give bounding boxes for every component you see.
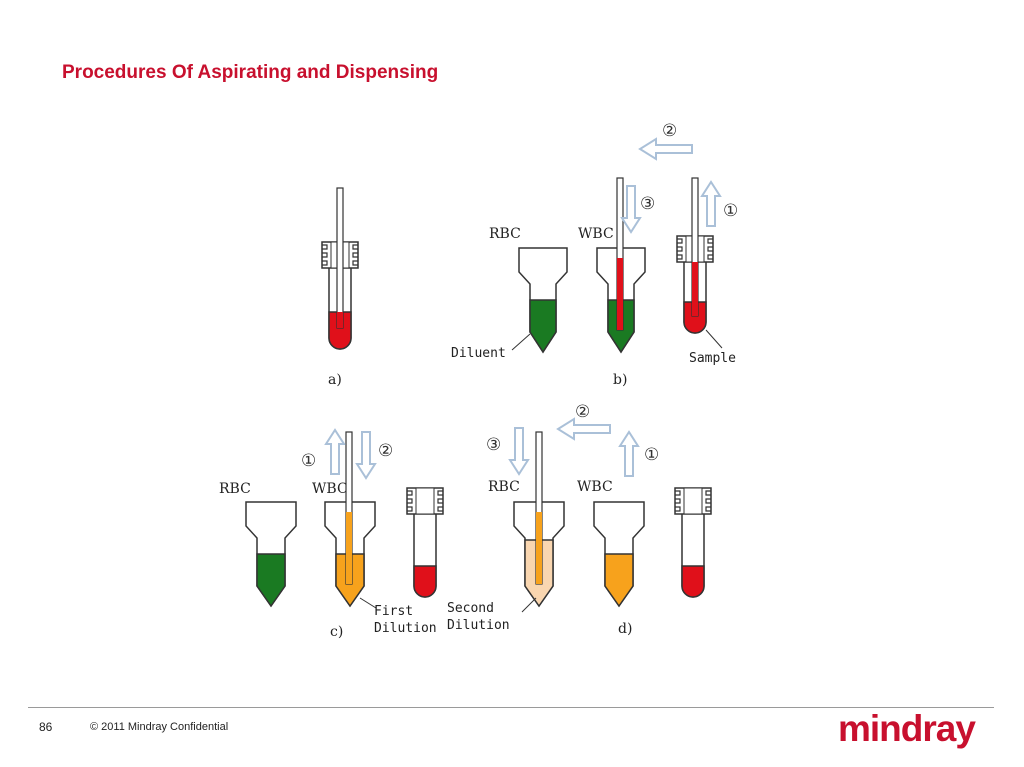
- panel-c: RBC WBC ① ② First Dilution c): [219, 428, 444, 640]
- rbc-bath-b: [518, 247, 568, 354]
- panel-b: RBC WBC ②: [451, 121, 738, 388]
- footer-divider: [28, 707, 994, 708]
- arrow-left-icon: [556, 417, 611, 441]
- slide-title: Procedures Of Aspirating and Dispensing: [62, 62, 439, 83]
- sample-label: Sample: [689, 351, 736, 366]
- step-2-label-c: ②: [378, 441, 393, 461]
- aspirating-dispensing-diagram: a) RBC WBC: [219, 121, 738, 640]
- step-1-label-d: ①: [644, 445, 659, 465]
- step-2-label-d: ②: [575, 402, 590, 422]
- second-dilution-label-2: Dilution: [447, 618, 510, 633]
- arrow-left-icon: [638, 137, 693, 161]
- rbc-bath-c: [245, 501, 297, 608]
- page-number: 86: [39, 720, 53, 734]
- second-dilution-label-1: Second: [447, 601, 494, 616]
- diluent-label: Diluent: [451, 346, 506, 361]
- probe-c: [345, 431, 353, 585]
- probe-a: [336, 187, 344, 329]
- arrow-up-icon: [618, 430, 640, 477]
- wbc-label-b: WBC: [578, 226, 614, 242]
- sample-tube-c: [406, 487, 444, 598]
- caption-a: a): [328, 372, 342, 388]
- arrow-up-icon: [700, 180, 722, 227]
- step-2-label-b: ②: [662, 121, 677, 141]
- mindray-logo: mindray: [838, 708, 976, 749]
- sample-tube-d: [674, 487, 712, 598]
- first-dilution-label-2: Dilution: [374, 621, 437, 636]
- rbc-label-b: RBC: [489, 226, 521, 242]
- probe-d: [535, 431, 543, 585]
- wbc-bath-d: [593, 501, 645, 608]
- arrow-up-icon: [324, 428, 346, 475]
- caption-b: b): [613, 372, 627, 388]
- panel-d: RBC WBC ③ ② ① Second: [447, 402, 712, 637]
- step-3-label-d: ③: [486, 435, 501, 455]
- arrow-down-icon: [620, 185, 642, 234]
- rbc-label-c: RBC: [219, 481, 251, 497]
- arrow-down-icon: [355, 431, 377, 480]
- arrow-down-icon: [508, 427, 530, 476]
- first-dilution-label-1: First: [374, 604, 413, 619]
- wbc-label-d: WBC: [577, 479, 613, 495]
- probe-b-sample: [691, 177, 699, 317]
- step-1-label-b: ①: [723, 201, 738, 221]
- rbc-label-d: RBC: [488, 479, 520, 495]
- caption-d: d): [618, 621, 632, 637]
- step-1-label-c: ①: [301, 451, 316, 471]
- wbc-label-c: WBC: [312, 481, 348, 497]
- caption-c: c): [330, 624, 343, 640]
- probe-b-wbc: [616, 177, 624, 331]
- step-3-label-b: ③: [640, 194, 655, 214]
- panel-a: a): [321, 187, 359, 388]
- copyright-text: © 2011 Mindray Confidential: [90, 721, 229, 733]
